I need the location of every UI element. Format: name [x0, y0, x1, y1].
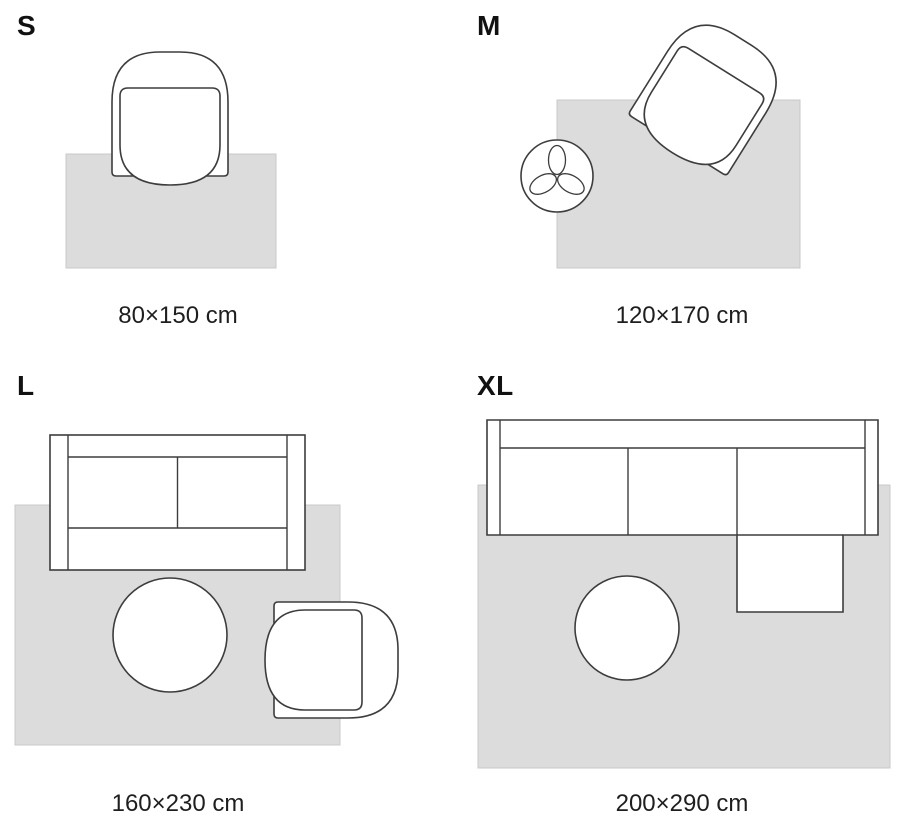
size-card-l: L 160×230 cm: [0, 360, 450, 840]
size-card-xl: XL 200×290 cm: [450, 360, 900, 840]
size-label-m: M: [477, 10, 501, 41]
illustration-l: [14, 434, 399, 746]
armchair-icon: [264, 601, 399, 719]
size-card-s: S 80×150 cm: [0, 0, 450, 360]
round-table-icon: [574, 575, 680, 681]
size-label-s: S: [17, 10, 37, 41]
illustration-s: [65, 51, 277, 269]
sectional-sofa-icon: [486, 419, 879, 613]
round-table-icon: [112, 577, 228, 693]
size-label-xl: XL: [477, 370, 514, 401]
rug-shape: [65, 153, 277, 269]
illustration-xl: [477, 419, 891, 769]
size-label-l: L: [17, 370, 35, 401]
armchair-icon: [111, 51, 229, 186]
dimension-label-s: 80×150 cm: [118, 302, 238, 329]
dimension-label-xl: 200×290 cm: [615, 790, 749, 817]
two-seater-sofa-icon: [49, 434, 306, 571]
dimension-label-l: 160×230 cm: [111, 790, 245, 817]
size-card-m: M 120×170 cm: [450, 0, 900, 360]
illustration-m: [520, 8, 801, 269]
potted-plant-icon: [520, 139, 594, 213]
dimension-label-m: 120×170 cm: [615, 302, 749, 329]
